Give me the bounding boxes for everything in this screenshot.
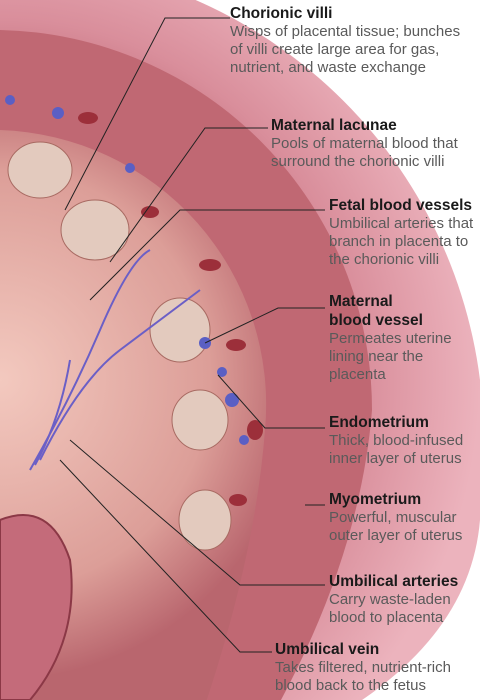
label-title: Maternal blood vessel [329,292,452,330]
villi-cluster [172,390,228,450]
villi-cluster [179,490,231,550]
villi-cluster [150,298,210,362]
label-chorionic-villi: Chorionic villi Wisps of placental tissu… [230,4,460,77]
vessel-dot [52,107,64,119]
vessel-dot [125,163,135,173]
label-description: Pools of maternal blood that surround th… [271,135,458,171]
label-myometrium: Myometrium Powerful, muscular outer laye… [329,490,462,545]
label-description: Permeates uterine lining near the placen… [329,330,452,384]
label-description: Powerful, muscular outer layer of uterus [329,509,462,545]
label-maternal-lacunae: Maternal lacunae Pools of maternal blood… [271,116,458,171]
vessel-dot [225,393,239,407]
label-description: Wisps of placental tissue; bunches of vi… [230,23,460,77]
label-description: Takes filtered, nutrient-rich blood back… [275,659,451,695]
label-umbilical-arteries: Umbilical arteries Carry waste-laden blo… [329,572,458,627]
vessel-dot [239,435,249,445]
label-title: Maternal lacunae [271,116,458,135]
label-description: Carry waste-laden blood to placenta [329,591,458,627]
villi-cluster [61,200,129,260]
blood-pool [78,112,98,124]
label-maternal-blood-vessel: Maternal blood vessel Permeates uterine … [329,292,452,384]
blood-pool [199,259,221,271]
blood-pool [226,339,246,351]
label-title: Endometrium [329,413,463,432]
label-description: Thick, blood-infused inner layer of uter… [329,432,463,468]
blood-pool [229,494,247,506]
label-title: Umbilical arteries [329,572,458,591]
blood-pool [141,206,159,218]
label-endometrium: Endometrium Thick, blood-infused inner l… [329,413,463,468]
label-fetal-blood-vessels: Fetal blood vessels Umbilical arteries t… [329,196,473,269]
label-title: Fetal blood vessels [329,196,473,215]
label-title: Myometrium [329,490,462,509]
villi-cluster [8,142,72,198]
label-title: Umbilical vein [275,640,451,659]
label-description: Umbilical arteries that branch in placen… [329,215,473,269]
label-umbilical-vein: Umbilical vein Takes filtered, nutrient-… [275,640,451,695]
label-title: Chorionic villi [230,4,460,23]
vessel-dot [5,95,15,105]
